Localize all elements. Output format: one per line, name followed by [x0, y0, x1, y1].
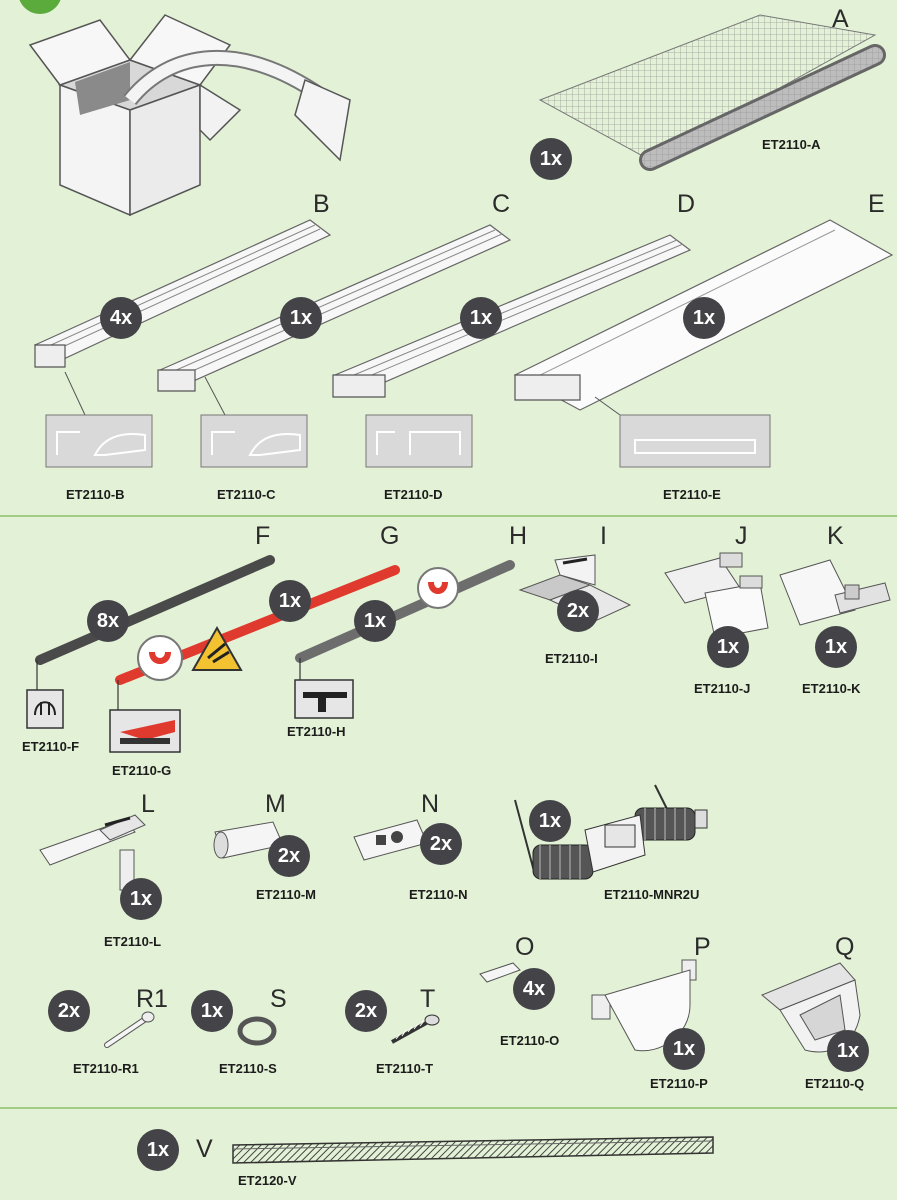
label-letter-c: C	[492, 190, 511, 218]
part-code-m: ET2110-M	[256, 887, 316, 902]
label-letter-p: P	[694, 933, 711, 961]
quantity-badge-d: 1x	[460, 297, 502, 339]
label-letter-r1: R1	[136, 985, 168, 1013]
quantity-badge-t: 2x	[345, 990, 387, 1032]
label-letter-q: Q	[835, 933, 855, 961]
part-code-g: ET2110-G	[112, 763, 172, 778]
corner-piece-j-icon	[664, 552, 769, 639]
quantity-badge-p: 1x	[663, 1028, 705, 1070]
part-code-b: ET2110-B	[66, 487, 125, 502]
part-code-l: ET2110-L	[104, 934, 162, 949]
part-code-t: ET2110-T	[376, 1061, 434, 1076]
label-letter-d: D	[677, 190, 696, 218]
quantity-badge-h: 1x	[354, 600, 396, 642]
section-divider-top	[0, 515, 897, 517]
part-code-h: ET2110-H	[287, 724, 346, 739]
part-code-v: ET2120-V	[238, 1173, 297, 1188]
box-icon	[19, 0, 351, 217]
part-code-n: ET2110-N	[409, 887, 468, 902]
part-code-s: ET2110-S	[219, 1061, 277, 1076]
quantity-badge-j: 1x	[707, 626, 749, 668]
quantity-badge-i: 2x	[557, 590, 599, 632]
spring-mechanism-icon	[514, 784, 708, 880]
brush-seal-icon	[232, 1136, 714, 1164]
label-letter-g: G	[380, 522, 400, 550]
cross-section-c-icon	[200, 376, 308, 468]
part-code-k: ET2110-K	[802, 681, 861, 696]
part-code-o: ET2110-O	[500, 1033, 560, 1048]
label-letter-e: E	[868, 190, 885, 218]
quantity-badge-a: 1x	[530, 138, 572, 180]
quantity-badge-b: 4x	[100, 297, 142, 339]
slider-o-icon	[479, 962, 521, 983]
section-divider-bottom	[0, 1107, 897, 1109]
end-cap-q-icon	[761, 962, 861, 1053]
quantity-badge-c: 1x	[280, 297, 322, 339]
label-letter-n: N	[421, 790, 440, 818]
part-code-a: ET2110-A	[762, 137, 821, 152]
washer-s-icon	[237, 1016, 277, 1046]
profile-c-icon	[157, 224, 512, 392]
label-letter-b: B	[313, 190, 330, 218]
quantity-badge-s: 1x	[191, 990, 233, 1032]
screw-t-icon	[391, 1014, 440, 1044]
part-code-q: ET2110-Q	[805, 1076, 865, 1091]
cross-section-d-icon	[365, 414, 473, 468]
pin-r1-icon	[104, 1011, 155, 1048]
profile-d-icon	[332, 234, 692, 398]
quantity-badge-l: 1x	[120, 878, 162, 920]
quantity-badge-f: 8x	[87, 600, 129, 642]
cross-section-b-icon	[45, 371, 153, 468]
part-code-c: ET2110-C	[217, 487, 276, 502]
quantity-badge-m: 2x	[268, 835, 310, 877]
mesh-roll-icon	[538, 14, 886, 171]
label-letter-t: T	[420, 985, 436, 1013]
label-letter-v: V	[196, 1135, 213, 1163]
quantity-badge-mnr2u: 1x	[529, 800, 571, 842]
quantity-badge-k: 1x	[815, 626, 857, 668]
part-code-r1: ET2110-R1	[73, 1061, 139, 1076]
gaskets-icon	[26, 555, 515, 753]
end-cap-p-icon	[591, 959, 697, 1052]
hinge-m-icon	[213, 821, 284, 859]
label-letter-a: A	[832, 5, 849, 33]
label-letter-o: O	[515, 933, 535, 961]
quantity-badge-e: 1x	[683, 297, 725, 339]
label-letter-f: F	[255, 522, 271, 550]
part-code-i: ET2110-I	[545, 651, 598, 666]
part-code-d: ET2110-D	[384, 487, 443, 502]
quantity-badge-g: 1x	[269, 580, 311, 622]
label-letter-i: I	[600, 522, 607, 550]
quantity-badge-n: 2x	[420, 823, 462, 865]
quantity-badge-o: 4x	[513, 968, 555, 1010]
part-code-mnr2u: ET2110-MNR2U	[604, 887, 700, 902]
label-letter-k: K	[827, 522, 844, 550]
quantity-badge-r1: 2x	[48, 990, 90, 1032]
label-letter-l: L	[141, 790, 155, 818]
quantity-badge-q: 1x	[827, 1030, 869, 1072]
part-code-f: ET2110-F	[22, 739, 80, 754]
cross-section-e-icon	[594, 396, 771, 468]
part-code-e: ET2110-E	[663, 487, 721, 502]
part-code-p: ET2110-P	[650, 1076, 708, 1091]
quantity-badge-v: 1x	[137, 1129, 179, 1171]
label-letter-j: J	[735, 522, 748, 550]
label-letter-h: H	[509, 522, 528, 550]
label-letter-m: M	[265, 790, 286, 818]
hinge-n-icon	[353, 819, 428, 861]
corner-piece-k-icon	[779, 559, 891, 626]
label-letter-s: S	[270, 985, 287, 1013]
part-code-j: ET2110-J	[694, 681, 751, 696]
